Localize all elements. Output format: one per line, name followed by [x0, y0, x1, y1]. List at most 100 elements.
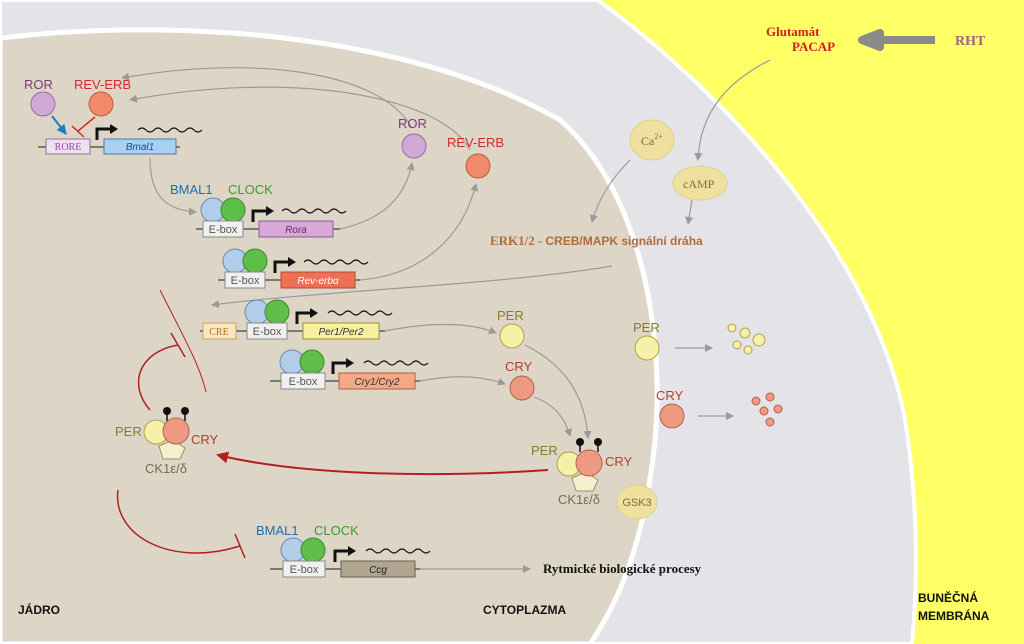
cry-to-complex-arrow	[533, 396, 572, 437]
per-protein-degradation	[634, 335, 660, 361]
membrane-label-line2: MEMBRÁNA	[918, 608, 990, 623]
clock-label-ccg: CLOCK	[314, 523, 359, 538]
rora-to-ror-arrow	[339, 162, 415, 230]
cry-label-complex-cyto: CRY	[605, 454, 633, 469]
cry-fragment-1	[751, 396, 761, 406]
reverb-gene	[280, 271, 356, 289]
cry-fragment-5	[765, 417, 775, 427]
rora-promoter-arrowhead	[266, 206, 274, 216]
per-fragment-4	[732, 340, 742, 350]
cry-fragment-4	[773, 404, 783, 414]
bmal1-gene	[103, 138, 177, 155]
nucleus-label: JÁDRO	[18, 602, 60, 617]
ccg-gene-label: Ccg	[369, 565, 387, 576]
ror-import-arrow	[121, 67, 413, 129]
erk-label: ERK1/2 -CREB/MAPK signální dráha	[490, 233, 703, 248]
per-gene	[302, 322, 380, 340]
bmal1-gene-label: Bmal1	[126, 142, 154, 153]
cry-protein-degradation	[659, 403, 685, 429]
reverb-inhibition	[71, 116, 96, 138]
ebox-ccg	[282, 560, 326, 578]
clock-protein-per	[264, 299, 290, 325]
cry-fragment-2	[765, 392, 775, 402]
phosphate-2-cyto	[594, 438, 602, 446]
cry-translation-arrow	[419, 376, 506, 386]
cry-promoter-arrowhead	[346, 358, 354, 368]
glutamate-label: Glutamát	[766, 24, 820, 39]
gsk3-node	[616, 484, 658, 520]
reverb-protein-nucleus	[88, 91, 114, 117]
bmal1-label-ccg: BMAL1	[256, 523, 299, 538]
cry-protein-complex-nucleus	[162, 417, 190, 445]
rora-mrna	[281, 208, 347, 214]
cre-element	[202, 322, 237, 340]
ebox-per	[246, 322, 288, 340]
complex-inhibition-lower	[116, 489, 246, 559]
phosphate-2-nucleus	[181, 407, 189, 415]
camp-node	[672, 165, 728, 201]
output-label: Rytmické biologické procesy	[543, 561, 702, 576]
ca-to-erk-arrow	[589, 159, 631, 223]
cry-label-cyto: CRY	[505, 359, 533, 374]
per-fragment-3	[752, 333, 766, 347]
per-fragment-2	[739, 327, 751, 339]
rora-gene-label: Rora	[285, 225, 307, 236]
ccg-promoter	[333, 549, 348, 562]
clock-protein-ccg	[300, 537, 326, 563]
ccg-mrna	[365, 548, 431, 554]
per-gene-label: Per1/Per2	[318, 327, 363, 338]
ck1-label-cyto: CK1ε/δ	[558, 492, 600, 507]
complex-inhibition-upper	[137, 332, 186, 411]
clock-protein-reverb	[242, 248, 268, 274]
ebox-ccg-label: E-box	[290, 564, 319, 576]
ebox-reverb-label: E-box	[231, 275, 260, 287]
ror-label-cyto: ROR	[398, 116, 427, 131]
cre-label: CRE	[209, 327, 228, 338]
reverb-label-nucleus: REV-ERB	[74, 77, 131, 92]
rora-promoter	[251, 209, 266, 222]
reverb-to-protein-arrow	[359, 183, 479, 281]
cry-label-complex-nucleus: CRY	[191, 432, 219, 447]
rht-label: RHT	[955, 34, 986, 49]
per-promoter	[295, 311, 310, 324]
erk-to-cre-arrow	[211, 265, 613, 309]
rore-element	[45, 138, 91, 155]
reverb-gene-label: Rev-erbα	[297, 276, 339, 287]
per-label-cyto: PER	[497, 308, 524, 323]
bmal1-mrna	[137, 127, 203, 133]
clock-protein-rora	[220, 197, 246, 223]
rore-label: RORE	[55, 142, 82, 153]
rht-arrow	[858, 29, 935, 51]
cry-fragment-3	[759, 406, 769, 416]
cytoplasm-label: CYTOPLAZMA	[483, 603, 566, 617]
complex-import-arrow	[216, 451, 549, 476]
cry-gene	[338, 372, 416, 390]
ebox-per-label: E-box	[253, 326, 282, 338]
cry-protein-cyto	[509, 375, 535, 401]
bmal1-promoter-arrowhead	[110, 124, 118, 134]
clock-protein-cry	[299, 349, 325, 375]
ebox-rora	[202, 220, 244, 238]
reverb-mrna	[303, 259, 369, 265]
cry-gene-label: Cry1/Cry2	[354, 377, 399, 388]
ror-label-nucleus: ROR	[24, 77, 53, 92]
camp-to-erk-arrow	[685, 199, 694, 225]
cry-protein-complex-cyto	[575, 449, 603, 477]
clock-label-rora: CLOCK	[228, 182, 273, 197]
per-label-complex-cyto: PER	[531, 443, 558, 458]
cry-mrna	[363, 360, 429, 366]
reverb-promoter-arrowhead	[288, 257, 296, 267]
inhibition-guide-line	[159, 289, 207, 393]
reverb-import-arrow	[129, 86, 471, 151]
camp-label: cAMP	[683, 177, 715, 191]
rora-gene	[258, 220, 334, 238]
bmal1-translation-arrow	[149, 157, 197, 216]
ebox-rora-label: E-box	[209, 224, 238, 236]
per-fragment-1	[727, 323, 737, 333]
bmal1-label-rora: BMAL1	[170, 182, 213, 197]
ccg-promoter-arrowhead	[348, 546, 356, 556]
per-label-complex-nucleus: PER	[115, 424, 142, 439]
ck1-label-nucleus: CK1ε/δ	[145, 461, 187, 476]
per-label-degradation: PER	[633, 320, 660, 335]
